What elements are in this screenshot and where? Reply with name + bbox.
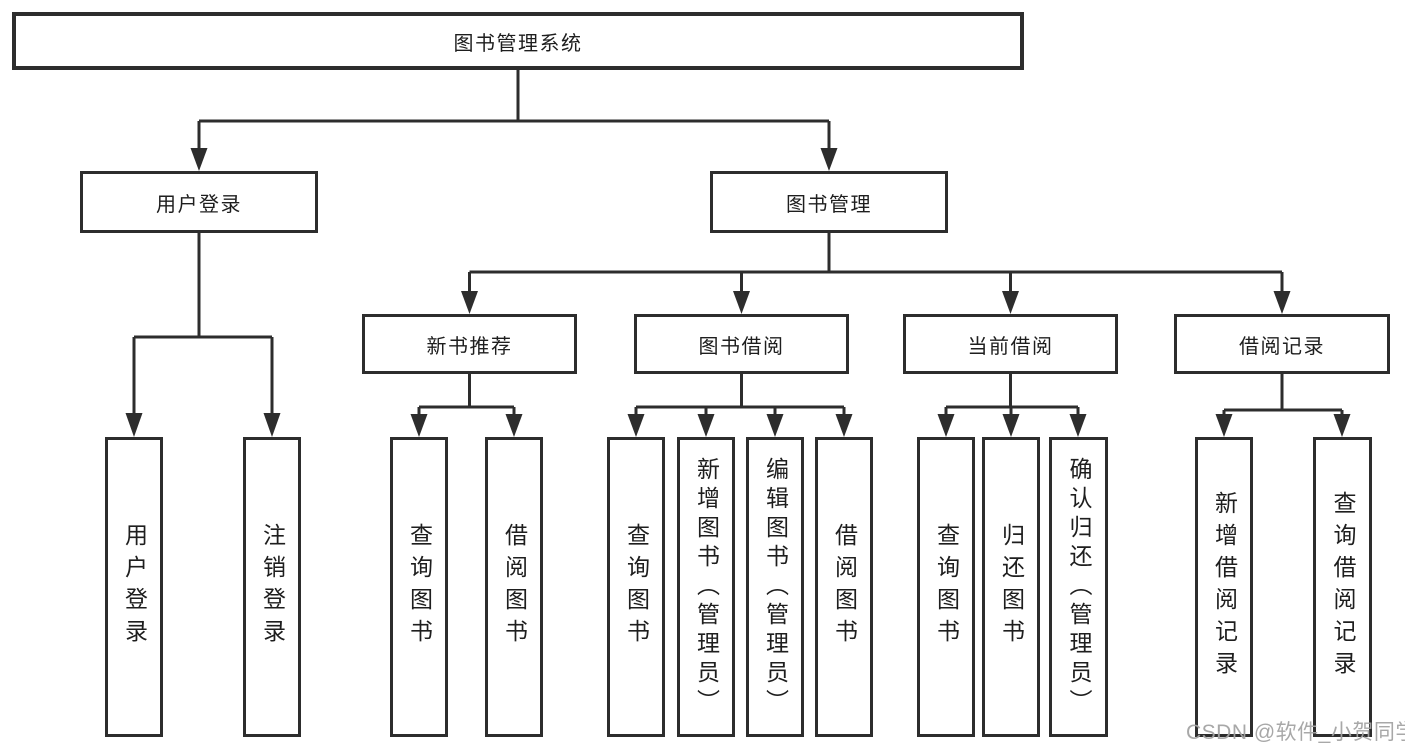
node-leaf-add-borrow-record: 新增借阅记录 bbox=[1195, 437, 1253, 737]
node-root-label: 图书管理系统 bbox=[453, 32, 583, 55]
node-leaf-edit-books-admin-label: 编辑图书（管理员） bbox=[762, 456, 789, 718]
node-leaf-logout-label: 注销登录 bbox=[259, 523, 286, 651]
connector-borrow-records-to-leaves bbox=[1215, 374, 1351, 437]
node-leaf-add-books-admin-label: 新增图书（管理员） bbox=[693, 456, 720, 718]
node-current-borrow-label: 当前借阅 bbox=[967, 335, 1054, 358]
connector-new-book-recommend-to-leaves bbox=[410, 374, 523, 437]
node-user-login-label: 用户登录 bbox=[156, 193, 242, 216]
node-leaf-edit-books-admin: 编辑图书（管理员） bbox=[746, 437, 804, 737]
node-leaf-confirm-return-admin-label: 确认归还（管理员） bbox=[1066, 456, 1092, 718]
node-borrow-records-label: 借阅记录 bbox=[1239, 335, 1325, 358]
connector-book-management-to-level3 bbox=[461, 233, 1291, 314]
node-leaf-add-books-admin: 新增图书（管理员） bbox=[677, 437, 735, 737]
node-leaf-query-borrow-record: 查询借阅记录 bbox=[1313, 437, 1372, 737]
node-leaf-logout: 注销登录 bbox=[243, 437, 301, 737]
node-leaf-user-login-label: 用户登录 bbox=[121, 523, 148, 651]
node-leaf-query-books-current-label: 查询图书 bbox=[933, 523, 960, 651]
connector-root-to-level2 bbox=[190, 70, 838, 171]
node-leaf-query-books-recommend: 查询图书 bbox=[390, 437, 448, 737]
node-book-management: 图书管理 bbox=[710, 171, 948, 233]
node-user-login: 用户登录 bbox=[80, 171, 318, 233]
csdn-watermark: CSDN @软件_小贺同学 bbox=[1186, 721, 1405, 744]
node-leaf-confirm-return-admin: 确认归还（管理员） bbox=[1049, 437, 1108, 737]
node-current-borrow: 当前借阅 bbox=[903, 314, 1118, 374]
node-root-library-management-system: 图书管理系统 bbox=[12, 12, 1024, 70]
node-leaf-user-login: 用户登录 bbox=[105, 437, 163, 737]
node-leaf-add-borrow-record-label: 新增借阅记录 bbox=[1211, 491, 1238, 683]
node-book-borrow: 图书借阅 bbox=[634, 314, 849, 374]
node-leaf-return-books: 归还图书 bbox=[982, 437, 1040, 737]
node-new-book-recommend: 新书推荐 bbox=[362, 314, 577, 374]
node-leaf-query-borrow-record-label: 查询借阅记录 bbox=[1330, 491, 1356, 683]
node-leaf-return-books-label: 归还图书 bbox=[998, 523, 1025, 651]
node-leaf-query-books-borrow-label: 查询图书 bbox=[623, 523, 650, 651]
node-leaf-query-books-borrow: 查询图书 bbox=[607, 437, 665, 737]
node-borrow-records: 借阅记录 bbox=[1174, 314, 1390, 374]
node-book-management-label: 图书管理 bbox=[786, 193, 872, 216]
connector-book-borrow-to-leaves bbox=[627, 374, 853, 437]
node-leaf-borrow-books-borrow-label: 借阅图书 bbox=[831, 523, 858, 651]
node-new-book-recommend-label: 新书推荐 bbox=[426, 335, 513, 358]
connector-current-borrow-to-leaves bbox=[937, 374, 1087, 437]
node-leaf-query-books-recommend-label: 查询图书 bbox=[406, 523, 433, 651]
node-leaf-borrow-books-recommend-label: 借阅图书 bbox=[501, 523, 528, 651]
node-leaf-borrow-books-borrow: 借阅图书 bbox=[815, 437, 873, 737]
node-leaf-borrow-books-recommend: 借阅图书 bbox=[485, 437, 543, 737]
node-leaf-query-books-current: 查询图书 bbox=[917, 437, 975, 737]
connector-user-login-to-leaves bbox=[125, 233, 281, 437]
node-book-borrow-label: 图书借阅 bbox=[698, 335, 785, 358]
